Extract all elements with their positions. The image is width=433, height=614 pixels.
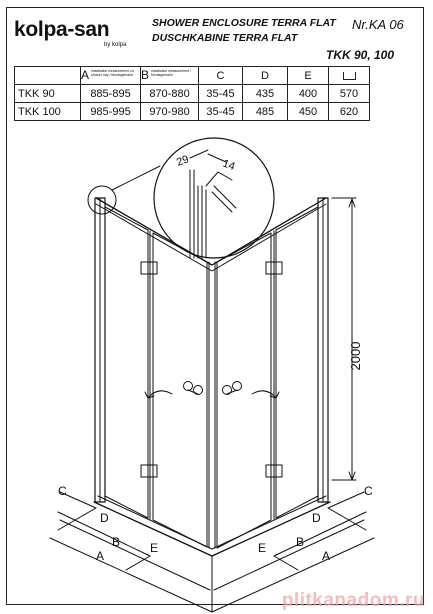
dim-label-right-b: B: [296, 535, 304, 549]
title-block: SHOWER ENCLOSURE TERRA FLAT DUSCHKABINE …: [152, 16, 336, 46]
dim-label-left-a: A: [96, 549, 104, 563]
watermark: plitkanadom.ru: [281, 590, 425, 611]
dim-label-left-d: D: [100, 511, 109, 525]
title-en: SHOWER ENCLOSURE TERRA FLAT: [152, 17, 336, 29]
title-de: DUSCHKABINE TERRA FLAT: [152, 32, 298, 44]
header-drain: [328, 66, 370, 85]
table-row: TKK 90 885-895 870-880 35-45 435 400 570: [14, 84, 370, 103]
doc-number: Nr.KA 06: [352, 17, 404, 32]
detail-dimension-29: 29: [175, 153, 191, 168]
drain-icon: [342, 71, 356, 80]
models-label: TKK 90, 100: [326, 48, 395, 62]
detail-dimension-14: 14: [221, 158, 237, 173]
dim-label-right-a: A: [322, 549, 330, 563]
dim-label-left-c: C: [58, 484, 67, 498]
dim-label-right-e: E: [258, 541, 266, 555]
dim-label-left-e: E: [150, 541, 158, 555]
dim-label-right-d: D: [312, 511, 321, 525]
drawing-sheet: [6, 7, 424, 605]
dim-label-right-c: C: [364, 484, 373, 498]
dimension-table: A Installation measurement on shower tra…: [14, 66, 370, 121]
dim-label-left-b: B: [112, 535, 120, 549]
brand-logo: kolpa-san: [14, 18, 110, 41]
height-dimension-label: 2000: [348, 342, 363, 371]
table-row: TKK 100 985-995 970-980 35-45 485 450 62…: [14, 102, 370, 121]
brand-sub: by kolpa: [104, 42, 127, 48]
